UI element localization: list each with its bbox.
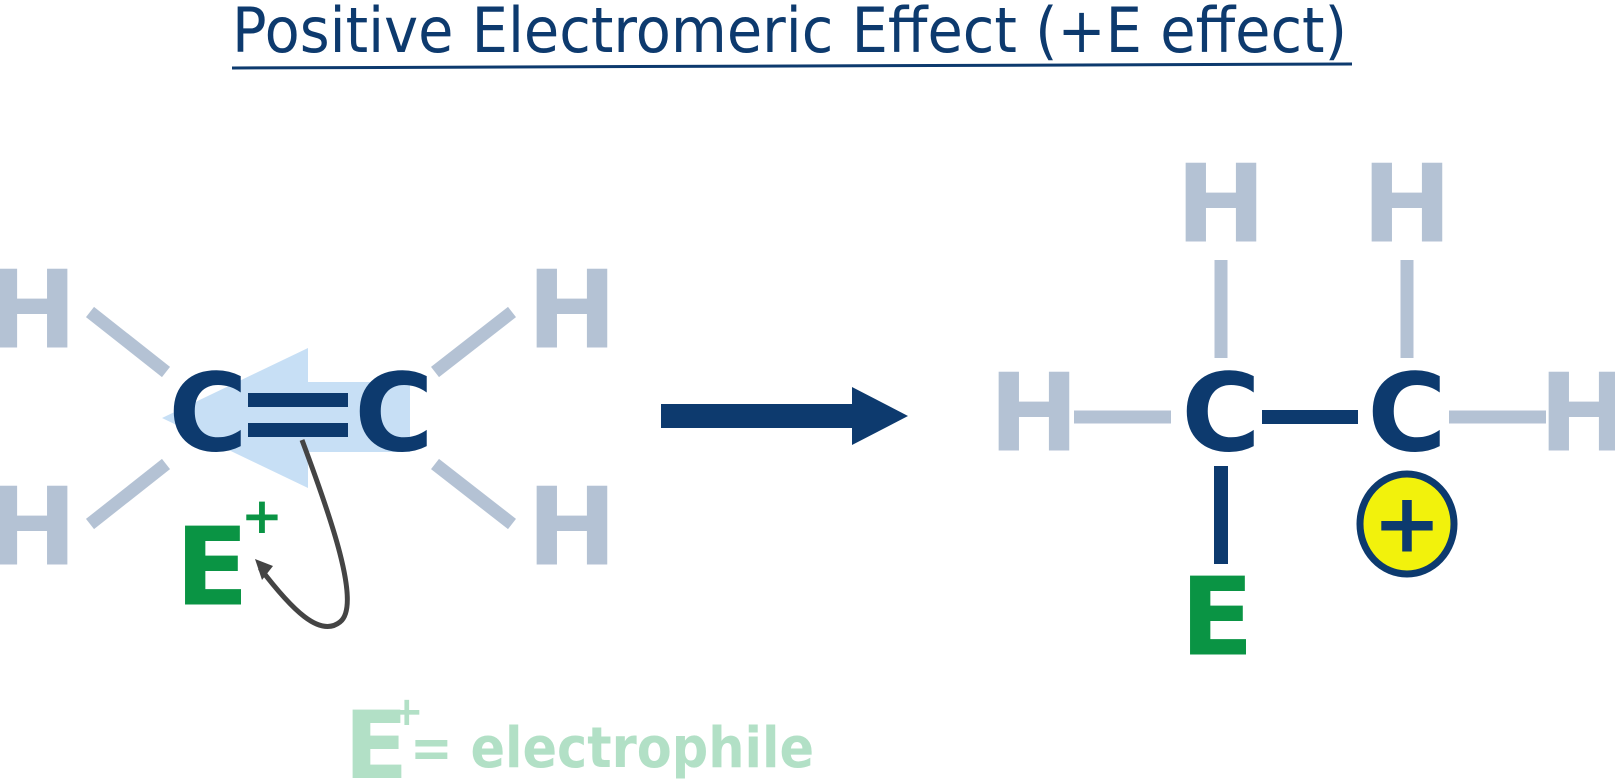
electron-shift-arrow xyxy=(162,348,410,488)
atom-h-top-left: H xyxy=(0,249,77,374)
reaction-arrow xyxy=(661,387,908,445)
bond-c-h-top-right xyxy=(431,306,516,378)
atom-h-left: H xyxy=(989,352,1079,477)
carbocation-charge: + xyxy=(1373,477,1442,572)
reactant-molecule: H H H H C C E + xyxy=(0,249,617,631)
legend-charge: + xyxy=(390,689,424,735)
reaction-arrow-head-icon xyxy=(852,387,908,445)
atom-h-bottom-left: H xyxy=(0,466,77,591)
atom-h-top-right: H xyxy=(527,249,617,374)
legend: E + = electrophile xyxy=(344,689,814,784)
atom-c-left: C xyxy=(1181,352,1260,477)
atom-c-right: C xyxy=(1367,352,1446,477)
electrophile-symbol: E xyxy=(1180,556,1254,681)
title-underline xyxy=(231,62,1353,70)
electrophile-symbol: E xyxy=(175,506,249,631)
atom-c-left: C xyxy=(168,352,247,477)
atom-h-right: H xyxy=(1539,352,1615,477)
atom-h-top-left: H xyxy=(1176,143,1266,268)
curly-arrow xyxy=(258,439,350,630)
product-molecule: H H H H C C E + xyxy=(989,143,1615,681)
legend-symbol: E xyxy=(344,692,408,784)
atom-h-bottom-right: H xyxy=(527,466,617,591)
page-title: Positive Electromeric Effect (+E effect) xyxy=(232,0,1347,67)
bond-c-h-top-left xyxy=(85,306,171,378)
curly-arrow-head-icon xyxy=(255,559,273,580)
legend-text: = electrophile xyxy=(410,716,814,781)
atom-c-right: C xyxy=(354,352,433,477)
electrophile-charge: + xyxy=(241,487,283,545)
bond-c-h-bottom-right xyxy=(431,458,516,530)
carbocation-charge-circle xyxy=(1356,470,1458,578)
atom-h-top-right: H xyxy=(1362,143,1452,268)
bond-c-h-bottom-left xyxy=(85,458,171,530)
